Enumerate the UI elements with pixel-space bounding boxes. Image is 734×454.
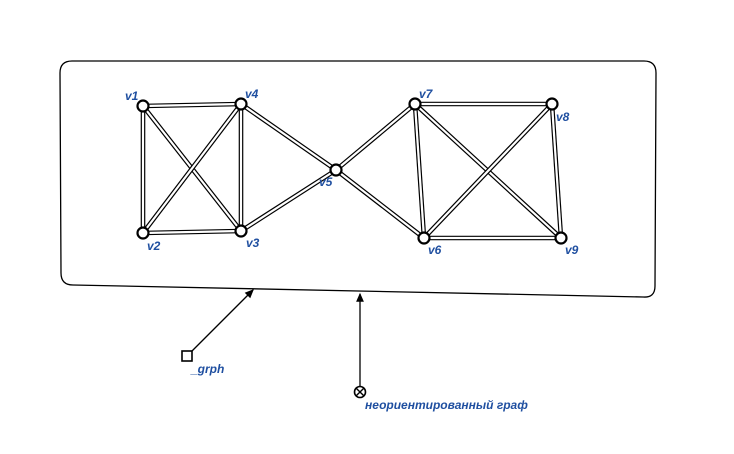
vertex-v5[interactable]	[329, 163, 343, 177]
vertex-label-v8: v8	[556, 110, 570, 124]
vertex-label-v6: v6	[428, 243, 442, 257]
vertex-label-v1: v1	[125, 89, 139, 103]
vertex-label-v2: v2	[147, 239, 161, 253]
vertex-label-v9: v9	[565, 243, 579, 257]
vertex-v3[interactable]	[234, 224, 248, 238]
edge-v4-v5[interactable]	[239, 102, 338, 172]
vertex-label-v5: v5	[319, 175, 333, 189]
vertex-v8[interactable]	[545, 97, 559, 111]
edge-v5-v6[interactable]	[334, 168, 426, 240]
labels-layer: v1 v2 v3 v4 v5 v6 v7 v8 v9	[125, 87, 579, 257]
vertex-v4[interactable]	[234, 97, 248, 111]
edge-v3-v5[interactable]	[239, 168, 338, 233]
edge-v7-v6[interactable]	[412, 103, 427, 239]
vertex-label-v3: v3	[246, 236, 260, 250]
edge-v8-v9[interactable]	[549, 103, 564, 239]
vertex-label-v7: v7	[419, 87, 434, 101]
edge-v5-v7[interactable]	[334, 102, 417, 172]
edge-v1-v4[interactable]	[142, 101, 242, 109]
grph-label: _grph	[190, 362, 224, 376]
graph-frame[interactable]	[59, 60, 657, 298]
grph-link-arrow	[190, 289, 254, 353]
square-icon[interactable]	[181, 350, 193, 362]
vertices-layer	[136, 97, 568, 245]
vertex-v2[interactable]	[136, 226, 150, 240]
vertex-v1[interactable]	[136, 99, 150, 113]
vertex-v6[interactable]	[417, 231, 431, 245]
vertex-v7[interactable]	[408, 97, 422, 111]
edge-v8-v6[interactable]	[422, 102, 554, 240]
edge-v4-v2[interactable]	[141, 102, 243, 235]
circle-cross-icon[interactable]	[353, 385, 367, 399]
edges-layer	[140, 101, 564, 241]
vertex-label-v4: v4	[245, 87, 259, 101]
edge-v2-v3[interactable]	[142, 228, 242, 236]
concept-label: неориентированный граф	[365, 398, 528, 412]
vertex-v9[interactable]	[554, 231, 568, 245]
